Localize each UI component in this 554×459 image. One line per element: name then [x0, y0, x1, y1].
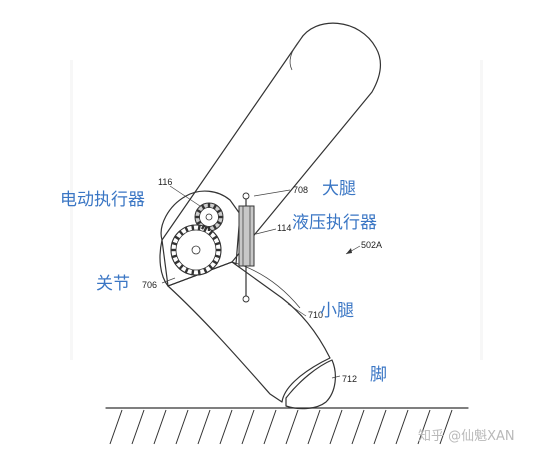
hatch-line	[131, 409, 145, 445]
gear-tooth	[196, 220, 202, 226]
leader-lines	[161, 185, 361, 379]
gear-tooth	[214, 241, 221, 246]
hatch-line	[263, 409, 277, 445]
ref-502a: 502A	[361, 240, 382, 250]
gear-tooth	[197, 224, 201, 231]
ref-116: 116	[158, 177, 172, 187]
gear-tooth	[200, 204, 206, 210]
label-foot: 脚	[370, 365, 387, 385]
gear-tooth	[203, 267, 208, 274]
label-joint: 关节	[96, 274, 130, 294]
ref-706: 706	[142, 280, 157, 290]
hatch-line	[175, 409, 189, 445]
gear-teeth	[170, 203, 223, 276]
gear-tooth	[208, 229, 214, 236]
gear-tooth	[184, 267, 189, 274]
gear-tooth	[216, 220, 222, 226]
gear-tooth	[212, 259, 219, 265]
hatch-line	[329, 409, 343, 445]
hydraulic-actuator	[238, 192, 255, 303]
hatch-line	[395, 409, 409, 445]
shank	[167, 261, 331, 403]
label-hydraulic-actuator: 液压执行器	[292, 213, 377, 233]
ref-710: 710	[308, 310, 323, 320]
gear-tooth	[214, 254, 221, 259]
gear-tooth	[178, 264, 184, 271]
hatch-line	[285, 409, 299, 445]
thigh	[161, 22, 381, 287]
gear-tooth	[196, 208, 202, 214]
gear-tooth	[197, 269, 201, 276]
hatch-line	[153, 409, 167, 445]
gear-tooth	[171, 241, 178, 246]
gear-tooth	[171, 254, 178, 259]
hatch-line	[241, 409, 255, 445]
joint-housing	[159, 190, 241, 287]
hatch-line	[351, 409, 365, 445]
gear-tooth	[173, 235, 180, 241]
label-thigh: 大腿	[322, 179, 356, 199]
gear-tooth	[191, 224, 195, 231]
ref-114: 114	[277, 223, 291, 233]
hatch-line	[197, 409, 211, 445]
gear-tooth	[212, 204, 218, 210]
gear-tooth	[184, 226, 189, 233]
gear-tooth	[200, 224, 206, 230]
watermark: 知乎 @仙魁XAN	[418, 428, 515, 444]
ground	[105, 407, 469, 445]
background-texture	[70, 60, 483, 360]
gear-tooth	[191, 269, 195, 276]
label-shank: 小腿	[320, 301, 354, 321]
label-electric-actuator: 电动执行器	[60, 190, 145, 210]
electric-actuator-gears	[170, 202, 224, 276]
hatch-line	[417, 409, 431, 445]
gear-tooth	[178, 229, 184, 236]
hatch-line	[109, 409, 123, 445]
hatch-line	[439, 409, 453, 445]
hatch-line	[307, 409, 321, 445]
ground-hatching	[109, 409, 453, 445]
ref-712: 712	[342, 374, 357, 384]
gear-tooth	[216, 208, 222, 214]
ref-708: 708	[293, 185, 308, 195]
gear-tooth	[212, 224, 218, 230]
large-gear-icon	[170, 224, 222, 276]
hatch-line	[373, 409, 387, 445]
gear-tooth	[212, 235, 219, 241]
gear-tooth	[203, 226, 208, 233]
gear-tooth	[208, 264, 214, 271]
gear-tooth	[173, 259, 180, 265]
hatch-line	[219, 409, 233, 445]
foot	[285, 359, 336, 410]
